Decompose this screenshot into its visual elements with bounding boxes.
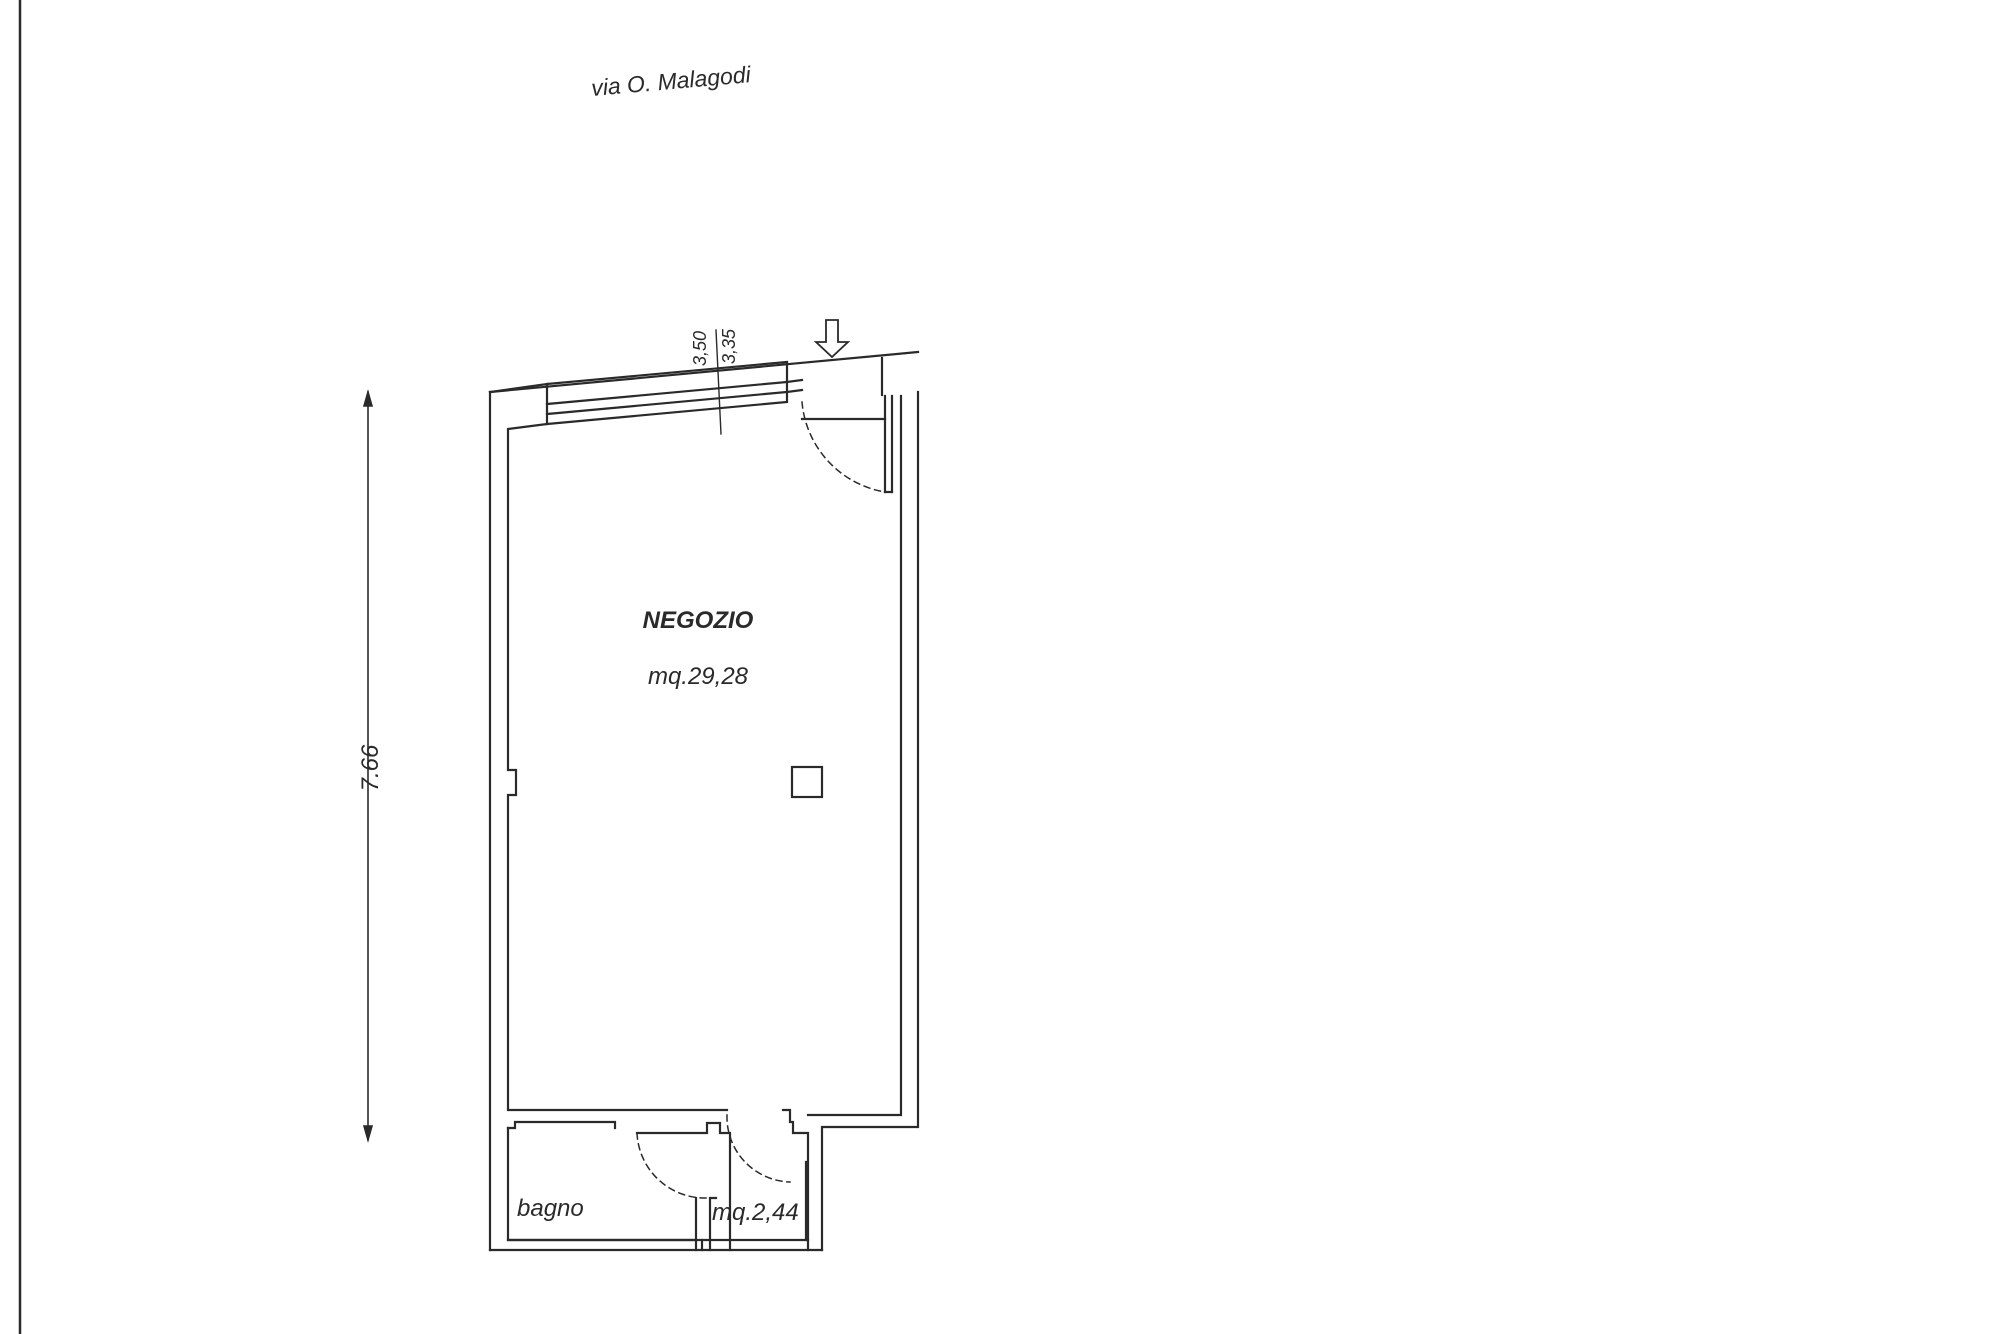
height-label-b: 3,35 [719, 328, 739, 364]
outer-walls [488, 356, 920, 1252]
length-dimension [362, 389, 374, 1143]
inner-walls [506, 394, 903, 1252]
entrance-door [801, 401, 886, 493]
room-area-bagno: mq.2,44 [712, 1199, 799, 1226]
height-dimension-tick [715, 329, 722, 435]
height-label-a: 3,50 [690, 331, 710, 366]
facade-line [488, 350, 920, 394]
entrance-arrow-icon [813, 319, 851, 359]
shop-window [545, 360, 804, 426]
dimension-length-label: 7.66 [357, 744, 384, 791]
room-name-negozio: NEGOZIO [643, 607, 754, 634]
bathroom-door [636, 1114, 791, 1199]
bathroom-walls [488, 1120, 824, 1252]
room-name-bagno: bagno [517, 1195, 584, 1222]
room-area-negozio: mq.29,28 [648, 663, 749, 690]
street-label: via O. Malagodi [590, 61, 752, 101]
pillar-square-icon [790, 765, 824, 799]
